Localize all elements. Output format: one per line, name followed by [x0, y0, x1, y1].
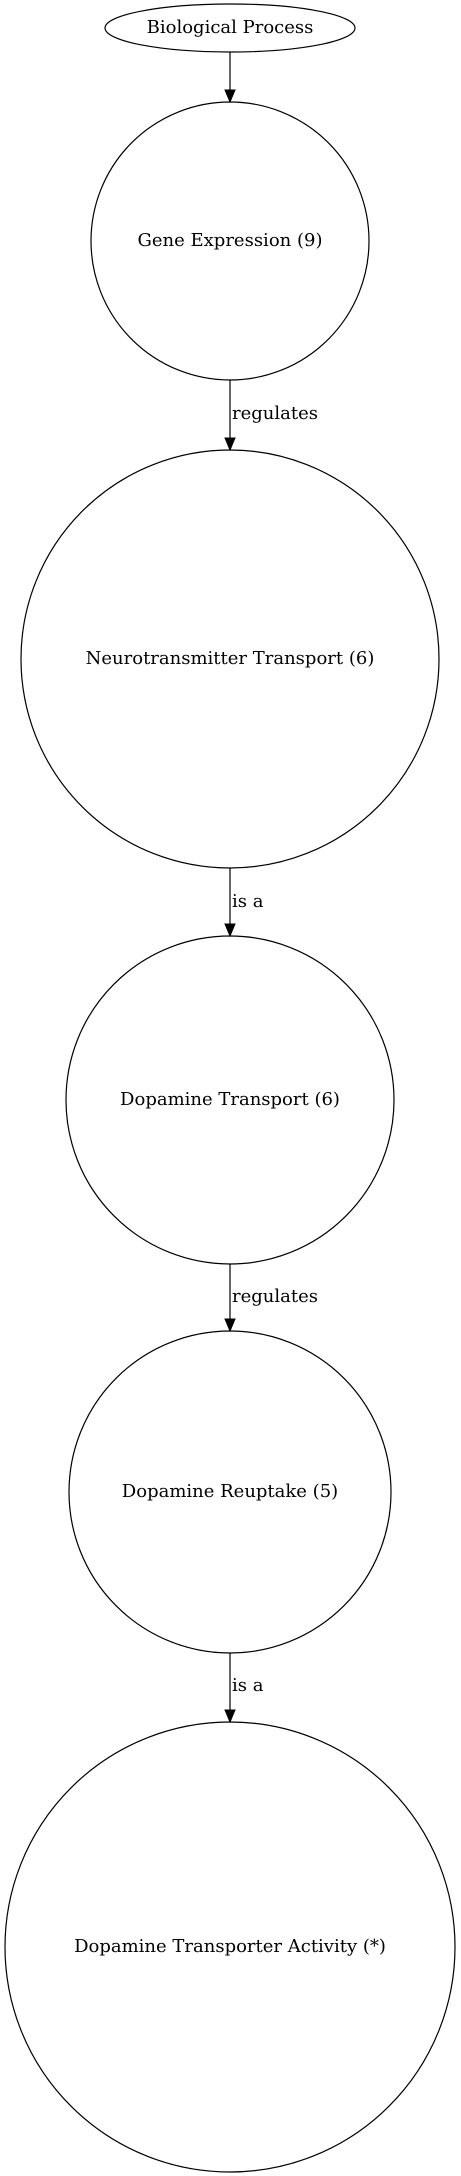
edge-neurotransmitter-transport-to-dopamine-transport: is a: [224, 868, 264, 938]
node-biological-process[interactable]: Biological Process: [104, 3, 356, 53]
arrow-head-icon: [224, 923, 236, 938]
arrow-head-icon: [224, 1318, 236, 1333]
edge-dopamine-reuptake-to-dopamine-transporter-activity: is a: [224, 1653, 264, 1724]
node-dopamine-reuptake[interactable]: Dopamine Reuptake (5): [68, 1330, 392, 1654]
arrow-head-icon: [224, 437, 236, 452]
edge-biological-process-to-gene-expression: [224, 52, 236, 104]
node-gene-expression-label: Gene Expression (9): [138, 230, 323, 251]
node-biological-process-label: Biological Process: [147, 17, 314, 38]
node-dopamine-reuptake-label: Dopamine Reuptake (5): [122, 1481, 338, 1502]
node-dopamine-transporter-activity-label: Dopamine Transporter Activity (*): [74, 1936, 386, 1957]
edge-gene-expression-to-neurotransmitter-transport: regulates: [224, 380, 318, 452]
edge-label-is-a: is a: [232, 1675, 264, 1696]
node-neurotransmitter-transport-label: Neurotransmitter Transport (6): [86, 648, 375, 669]
node-dopamine-transporter-activity[interactable]: Dopamine Transporter Activity (*): [4, 1721, 456, 2173]
edge-label-is-a: is a: [232, 891, 264, 912]
node-dopamine-transport-label: Dopamine Transport (6): [120, 1089, 340, 1110]
node-gene-expression[interactable]: Gene Expression (9): [90, 101, 370, 381]
edge-label-regulates: regulates: [232, 1286, 318, 1307]
arrow-head-icon: [224, 89, 236, 104]
node-neurotransmitter-transport[interactable]: Neurotransmitter Transport (6): [20, 449, 440, 869]
edge-dopamine-transport-to-dopamine-reuptake: regulates: [224, 1264, 318, 1333]
node-dopamine-transport[interactable]: Dopamine Transport (6): [65, 935, 395, 1265]
arrow-head-icon: [224, 1709, 236, 1724]
edge-label-regulates: regulates: [232, 403, 318, 424]
